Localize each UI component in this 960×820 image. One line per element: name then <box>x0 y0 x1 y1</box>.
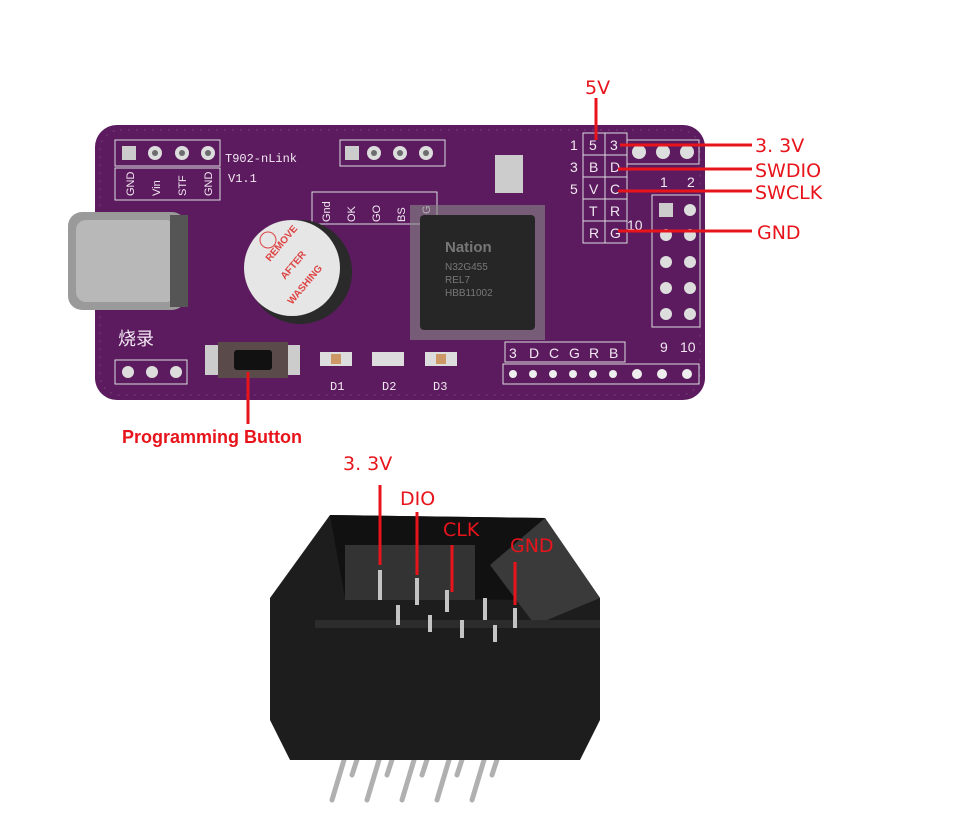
grid-v: V <box>589 181 599 197</box>
label-conn-gnd: GND <box>510 535 554 557</box>
sensor-component <box>495 155 523 193</box>
led-d3: D3 <box>433 380 447 394</box>
header-num-9: 9 <box>660 339 668 355</box>
grid-d: D <box>610 159 620 175</box>
swd-pin-grid: 5 3 B D V C T R R G 1 3 5 10 <box>570 132 643 244</box>
bottom-g: G <box>569 345 580 361</box>
pin-num-5: 5 <box>570 181 578 197</box>
grid-r: R <box>610 203 620 219</box>
label-programming-button: Programming Button <box>122 427 302 447</box>
label-conn-3v3: 3. 3V <box>343 453 392 475</box>
silk-vin: Vin <box>151 180 163 196</box>
chip-brand: Nation <box>445 239 492 256</box>
burn-label: 烧录 <box>118 329 154 350</box>
bottom-b: B <box>609 345 618 361</box>
led-d1: D1 <box>330 380 344 394</box>
grid-b: B <box>589 159 598 175</box>
silk-status-bs: BS <box>396 207 408 222</box>
bottom-r: R <box>589 345 599 361</box>
bottom-3: 3 <box>509 345 517 361</box>
bottom-header: 3 D C G R B <box>502 341 700 385</box>
header-num-2: 2 <box>687 174 695 190</box>
bottom-d: D <box>529 345 539 361</box>
header-num-10: 10 <box>680 339 696 355</box>
label-swclk: SWCLK <box>755 182 823 204</box>
pcb-board <box>95 125 705 400</box>
grid-c: C <box>610 181 620 197</box>
label-gnd: GND <box>757 222 801 244</box>
chip-line2: REL7 <box>445 275 470 286</box>
silk-status-ok: OK <box>346 205 358 222</box>
grid-3: 3 <box>610 137 618 153</box>
silk-gnd-2: GND <box>203 172 215 197</box>
silk-status-gnd: Gnd <box>321 201 333 222</box>
leds: D1 D2 D3 <box>320 352 457 394</box>
idc-connector <box>270 515 600 803</box>
silk-stf: STF <box>177 175 189 196</box>
label-3v3: 3. 3V <box>755 135 804 157</box>
chip-line3: HBB11002 <box>445 288 493 299</box>
label-swdio: SWDIO <box>755 160 821 182</box>
pin-num-1: 1 <box>570 137 578 153</box>
buzzer: REMOVE AFTER WASHING <box>244 220 352 324</box>
programming-button[interactable] <box>205 342 300 378</box>
silk-status-go: GO <box>371 204 383 222</box>
board-title: T902-nLink <box>225 152 297 166</box>
label-5v: 5V <box>585 77 610 99</box>
pin-num-3: 3 <box>570 159 578 175</box>
header-num-1: 1 <box>660 174 668 190</box>
board-version: V1.1 <box>228 172 257 186</box>
grid-r2: R <box>589 225 599 241</box>
usb-c-connector <box>68 212 188 310</box>
pin-num-10: 10 <box>627 217 643 233</box>
chip-model: N32G455 <box>445 262 488 273</box>
led-d2: D2 <box>382 380 396 394</box>
bottom-left-header <box>114 359 188 385</box>
silk-gnd: GND <box>125 172 137 197</box>
mcu-chip: Nation N32G455 REL7 HBB11002 <box>410 205 545 340</box>
grid-5: 5 <box>589 137 597 153</box>
label-conn-dio: DIO <box>400 488 435 510</box>
grid-g: G <box>610 225 621 241</box>
grid-t: T <box>589 203 598 219</box>
power-header: GND Vin STF GND <box>114 139 221 201</box>
bottom-c: C <box>549 345 559 361</box>
label-conn-clk: CLK <box>443 519 480 541</box>
